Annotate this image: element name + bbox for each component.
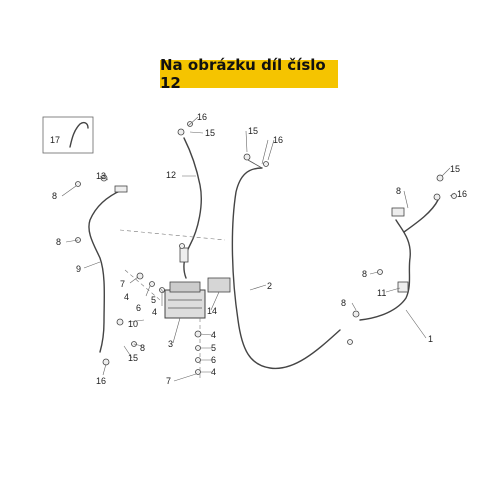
callout: 8 [341,298,346,308]
hose-part-17 [69,121,89,148]
callout: 15 [248,126,258,136]
line-part-2 [231,159,341,370]
callout: 6 [211,355,216,365]
hardware-stack [75,121,457,375]
brake-line-1 [359,219,411,321]
callout: 13 [96,171,106,181]
callout: 12 [166,170,176,180]
callout: 14 [207,306,217,316]
inset-label: 17 [50,135,60,145]
bracket-14 [207,277,231,293]
callout: 9 [76,264,81,274]
callout: 8 [362,269,367,279]
line-clip [179,247,189,263]
line-part-1 [359,193,441,321]
callout: 4 [211,330,216,340]
callout: 1 [428,334,433,344]
callout: 4 [211,367,216,377]
callout: 16 [273,135,283,145]
callout: 7 [120,279,125,289]
callout-labels: 16 15 12 15 16 13 8 8 9 7 4 6 5 4 10 15 … [52,112,467,386]
callout: 15 [450,164,460,174]
banjo-fitting [177,128,185,136]
callout: 2 [267,281,272,291]
callout: 6 [136,303,141,313]
callout: 8 [56,237,61,247]
callout: 16 [96,376,106,386]
callout: 10 [128,319,138,329]
callout: 15 [128,353,138,363]
brake-line-2 [231,167,341,370]
callout: 15 [205,128,215,138]
brake-line-9 [88,189,123,353]
callout: 4 [152,307,157,317]
callout: 16 [197,112,207,122]
callout: 5 [151,295,156,305]
callout: 3 [168,339,173,349]
callout: 4 [124,292,129,302]
line-part-12 [177,128,202,279]
line-part-9 [88,185,128,353]
callout: 16 [457,189,467,199]
callout: 7 [166,376,171,386]
abs-modulator-3 [164,281,206,319]
brake-line-1-branch [403,199,439,233]
inset-part-17: 17 [42,116,94,154]
callout: 8 [52,191,57,201]
caption-banner: Na obrázku díl číslo 12 [160,56,338,92]
callout: 8 [396,186,401,196]
callout: 8 [140,343,145,353]
callout: 5 [211,343,216,353]
callout: 11 [377,288,386,298]
